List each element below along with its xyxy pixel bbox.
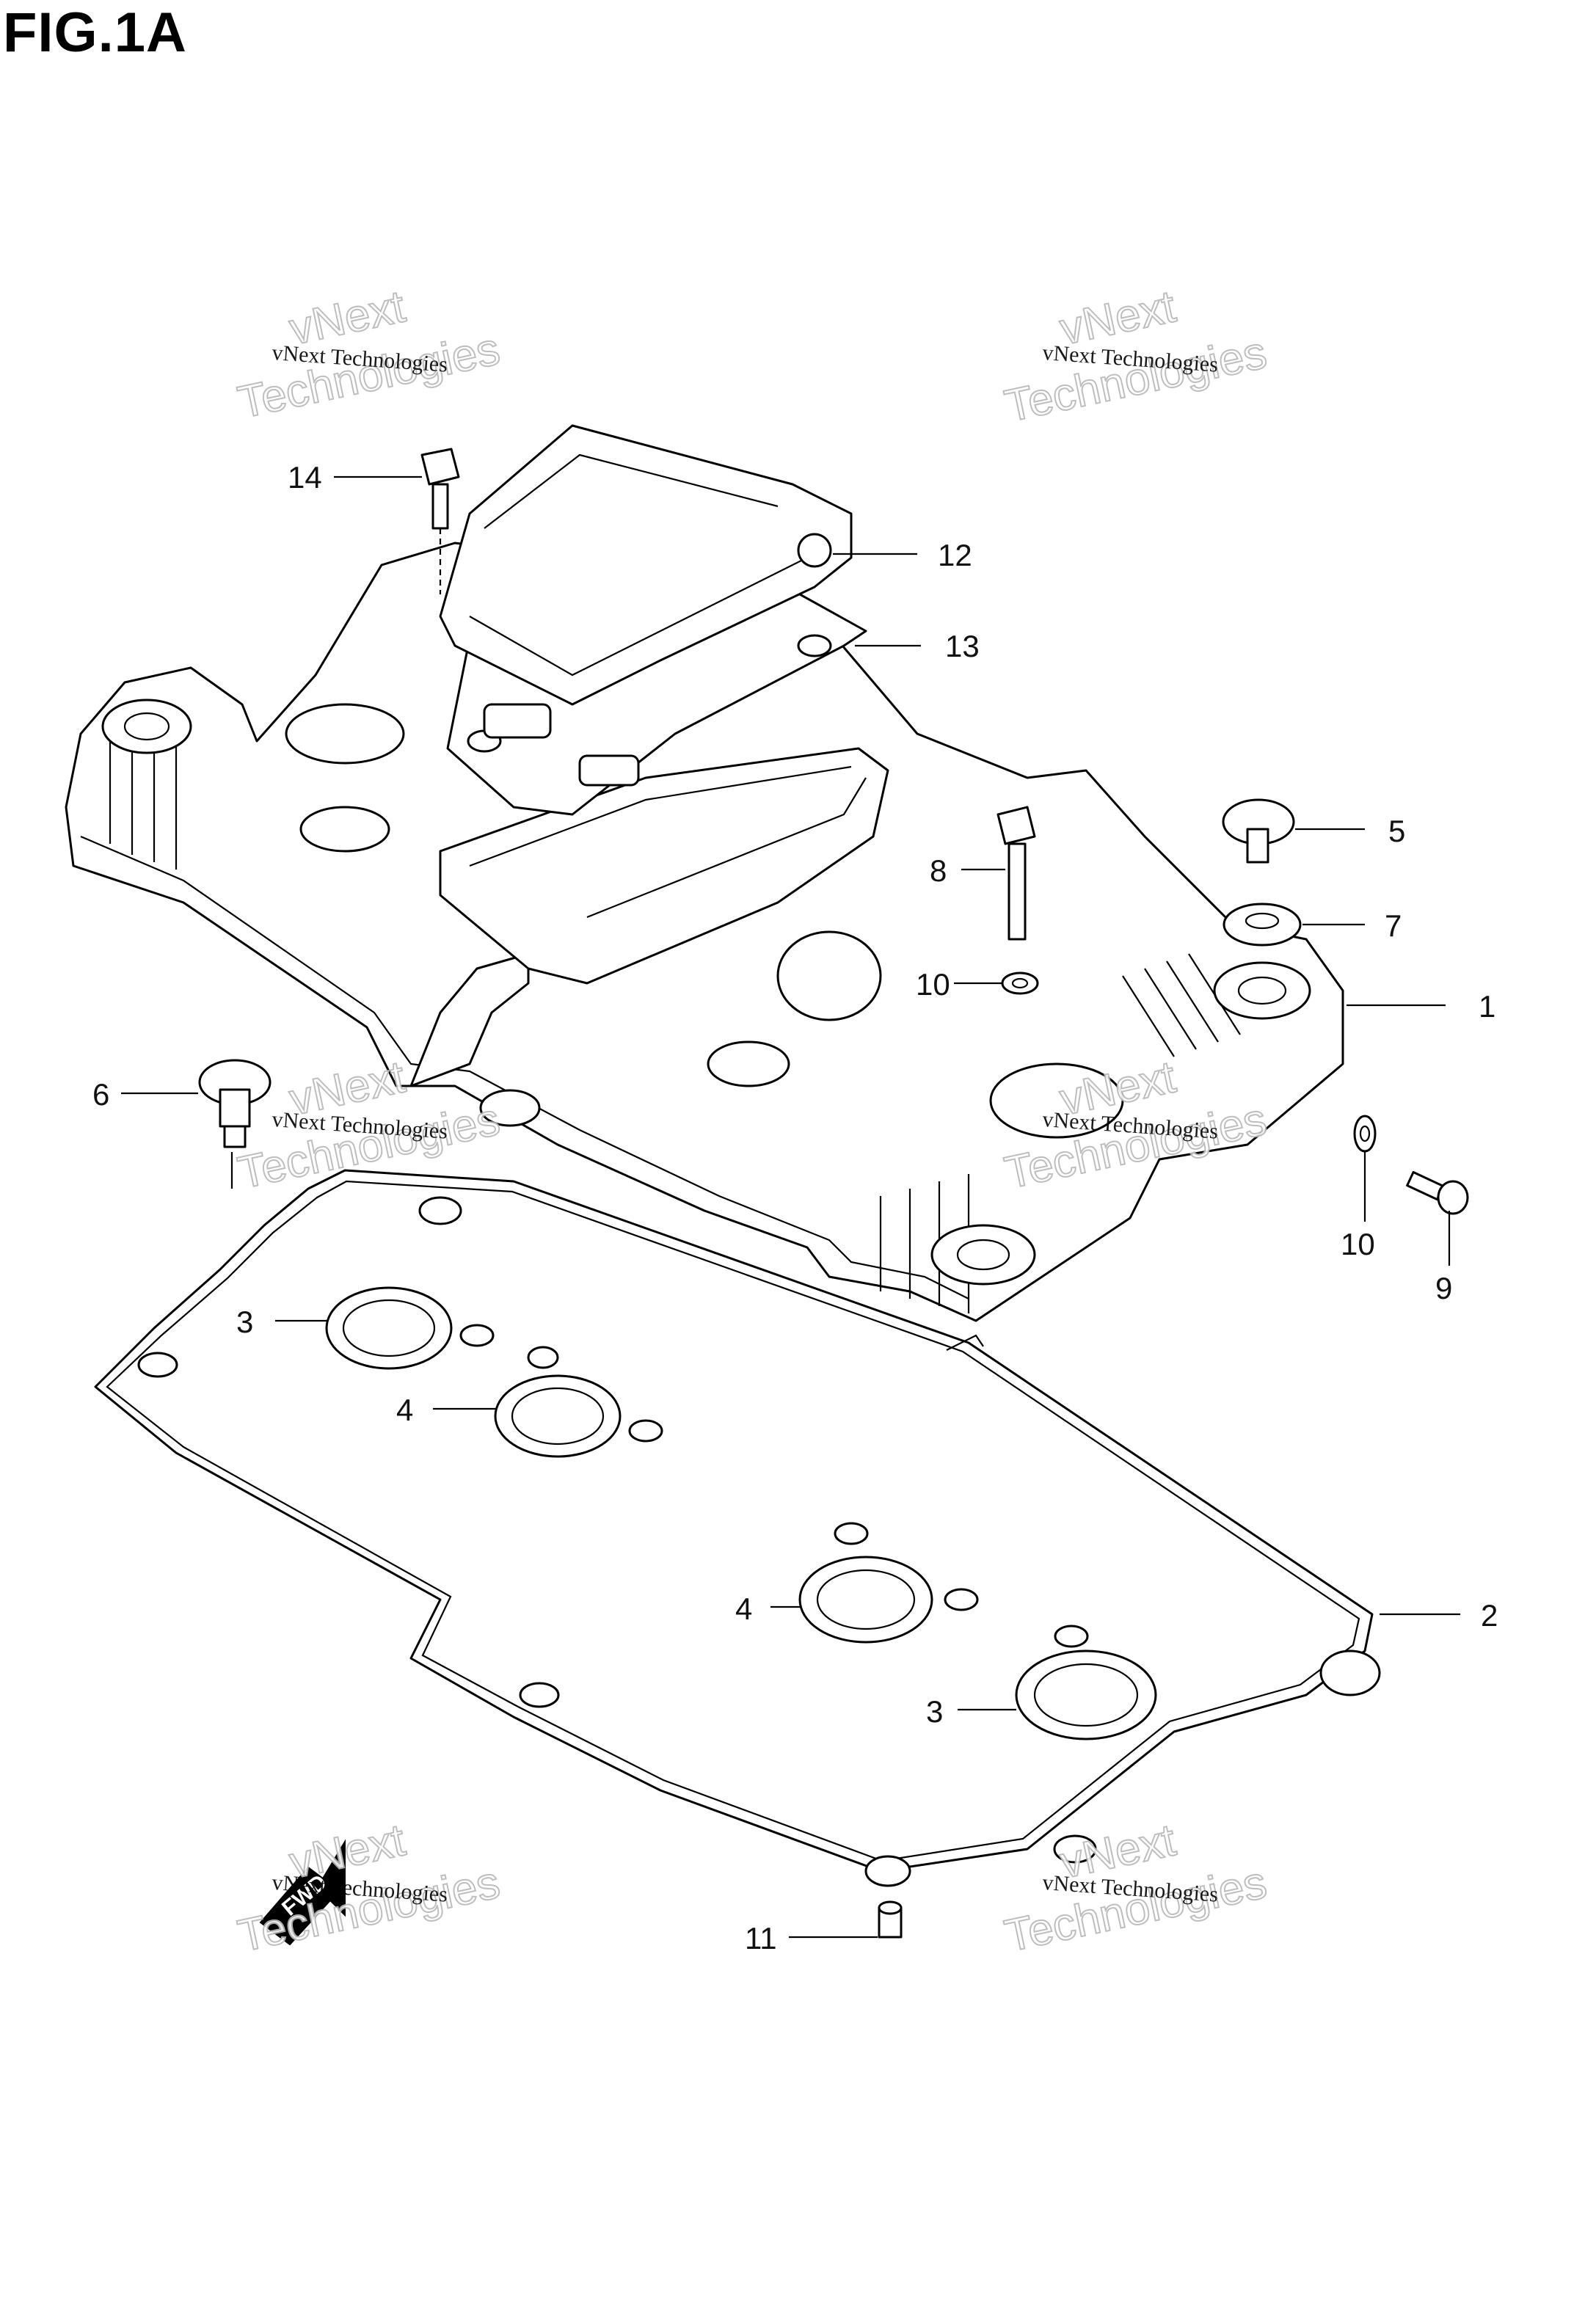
- part-3-ring-gasket-b: [1015, 1625, 1157, 1740]
- watermark-bottom-left: vNext Technologies vNext Technologies: [233, 1814, 505, 1962]
- part-1-head-cover: [65, 542, 1344, 1322]
- callout-4-upper: 4: [396, 1393, 413, 1427]
- callout-5: 5: [1388, 814, 1405, 848]
- callout-10-right: 10: [1341, 1227, 1375, 1261]
- part-10-washer-b: [1353, 1115, 1377, 1153]
- part-14-bolt: [420, 448, 460, 594]
- part-5-cap-bolt: [1222, 798, 1295, 864]
- part-4-ring-gasket-b: [798, 1522, 979, 1644]
- callout-12: 12: [938, 538, 972, 572]
- part-8-bolt: [996, 806, 1036, 941]
- watermark-top-right: vNext Technologies vNext Technologies: [1000, 280, 1272, 432]
- callout-3-upper: 3: [236, 1305, 253, 1339]
- part-3-ring-gasket-a: [325, 1286, 495, 1370]
- part-6-cap: [198, 1059, 272, 1189]
- callouts: 14 12 13 5 7 8 10 1 6 10 9 3 4 4 2 3 11: [92, 460, 1498, 1955]
- part-2-gasket: [94, 1169, 1381, 1887]
- callout-10-top: 10: [916, 967, 950, 1002]
- callout-4-lower: 4: [735, 1592, 752, 1626]
- figure-title: FIG.1A: [3, 1, 187, 64]
- callout-11: 11: [745, 1921, 777, 1955]
- watermark-big-2: Technologies: [1001, 327, 1271, 432]
- callout-7: 7: [1385, 908, 1402, 943]
- callout-9: 9: [1435, 1271, 1452, 1305]
- callout-8: 8: [930, 853, 947, 888]
- callout-2: 2: [1481, 1598, 1498, 1633]
- callout-13: 13: [945, 629, 980, 663]
- part-7-seal: [1222, 903, 1302, 947]
- part-12-breather-cover: [439, 424, 853, 706]
- callout-14: 14: [288, 460, 322, 495]
- watermark-top-left: vNext Technologies vNext Technologies: [233, 280, 505, 429]
- part-4-ring-gasket-a: [494, 1346, 663, 1458]
- callout-1: 1: [1479, 989, 1495, 1024]
- leader-lines: [121, 475, 1460, 1939]
- part-9-bolt: [1406, 1170, 1469, 1215]
- callout-3-lower: 3: [926, 1694, 943, 1729]
- callout-6: 6: [92, 1077, 109, 1112]
- part-11-dowel-pin: [878, 1900, 903, 1939]
- part-10-washer-a: [1001, 971, 1039, 995]
